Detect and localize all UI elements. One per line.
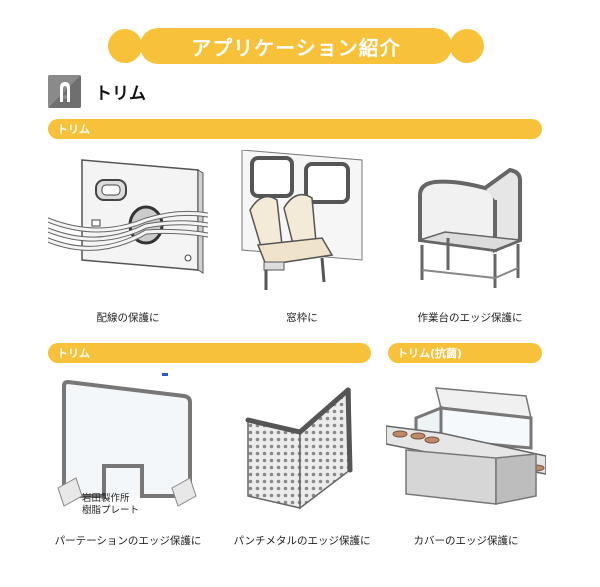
illustration-workbench [400,150,540,290]
illustration-partition [52,378,202,518]
category-heading: トリム [48,73,146,109]
section-label: トリム [57,123,90,136]
illustration-cover [385,378,547,508]
plate-label: 岩田製作所 樹脂プレート [82,493,139,517]
caption-partition: パーテーションのエッジ保護に [54,535,202,547]
marker-dot [162,373,168,376]
illustration-wiring [45,150,211,290]
caption-workbench: 作業台のエッジ保護に [417,312,523,324]
caption-window-frame: 窓枠に [286,312,318,324]
illustration-window-frame [232,149,372,295]
plate-label-2: 樹脂プレート [82,505,140,516]
trim-profile-icon [48,74,81,108]
section-bar-trim-antibacterial: トリム(抗菌) [388,343,542,363]
banner-dot-left [108,29,142,63]
page-banner: アプリケーション紹介 [108,28,484,64]
banner-dot-right [450,29,484,63]
category-title: トリム [95,83,146,104]
section-label: トリム [57,347,90,360]
section-bar-trim-1: トリム [48,119,542,139]
section-bar-trim-2: トリム [48,343,371,363]
banner-pill: アプリケーション紹介 [140,28,452,64]
caption-cover: カバーのエッジ保護に [413,535,519,547]
caption-wiring: 配線の保護に [96,312,160,324]
section-label: トリム(抗菌) [397,347,463,360]
illustration-punched-metal [240,380,360,510]
caption-punched-metal: パンチメタルのエッジ保護に [233,535,371,547]
plate-label-1: 岩田製作所 [82,493,130,504]
page-title: アプリケーション紹介 [191,35,401,60]
